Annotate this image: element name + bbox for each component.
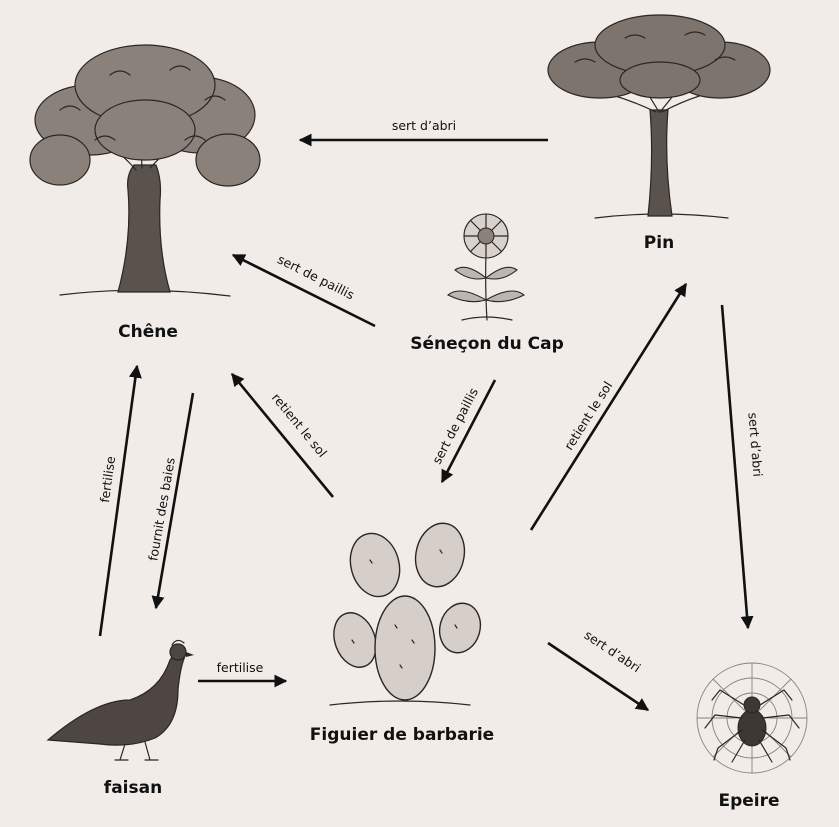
oak-tree-icon (29, 44, 261, 297)
edge-faisan-chene: fertilise (97, 364, 142, 637)
edge-senecon-figuier: sert de paillis (429, 379, 497, 484)
edge-label: sert d’abri (392, 118, 456, 133)
flower-icon (447, 213, 525, 321)
edge-chene-faisan: fournit des baies (145, 392, 195, 610)
spider-icon (696, 662, 808, 774)
edge-figuier-epeire: sert d’abri (547, 627, 650, 712)
edge-pin-chene: sert d’abri (298, 118, 548, 147)
edge-label: retient le sol (269, 390, 330, 460)
edge-figuier-pin: retient le sol (529, 282, 688, 531)
edge-label: sert d’abri (745, 412, 765, 477)
edge-label: fertilise (217, 660, 264, 675)
node-label-faisan: faisan (104, 778, 162, 798)
edge-faisan-figuier: fertilise (198, 660, 288, 688)
pheasant-icon (46, 639, 194, 761)
node-label-pin: Pin (644, 233, 674, 253)
edge-label: fertilise (97, 455, 118, 504)
edge-label: sert de paillis (275, 252, 357, 303)
node-label-epeire: Epeire (718, 791, 779, 811)
edge-senecon-chene: sert de paillis (231, 252, 376, 328)
edge-label: sert d’abri (582, 627, 644, 675)
edge-pin-epeire: sert d’abri (720, 304, 766, 630)
node-label-senecon: Séneçon du Cap (410, 334, 564, 354)
node-label-figuier: Figuier de barbarie (310, 725, 494, 745)
pine-tree-icon (547, 14, 771, 219)
node-label-chene: Chêne (118, 322, 178, 342)
edge-figuier-chene: retient le sol (230, 372, 335, 498)
cactus-icon (329, 522, 482, 706)
